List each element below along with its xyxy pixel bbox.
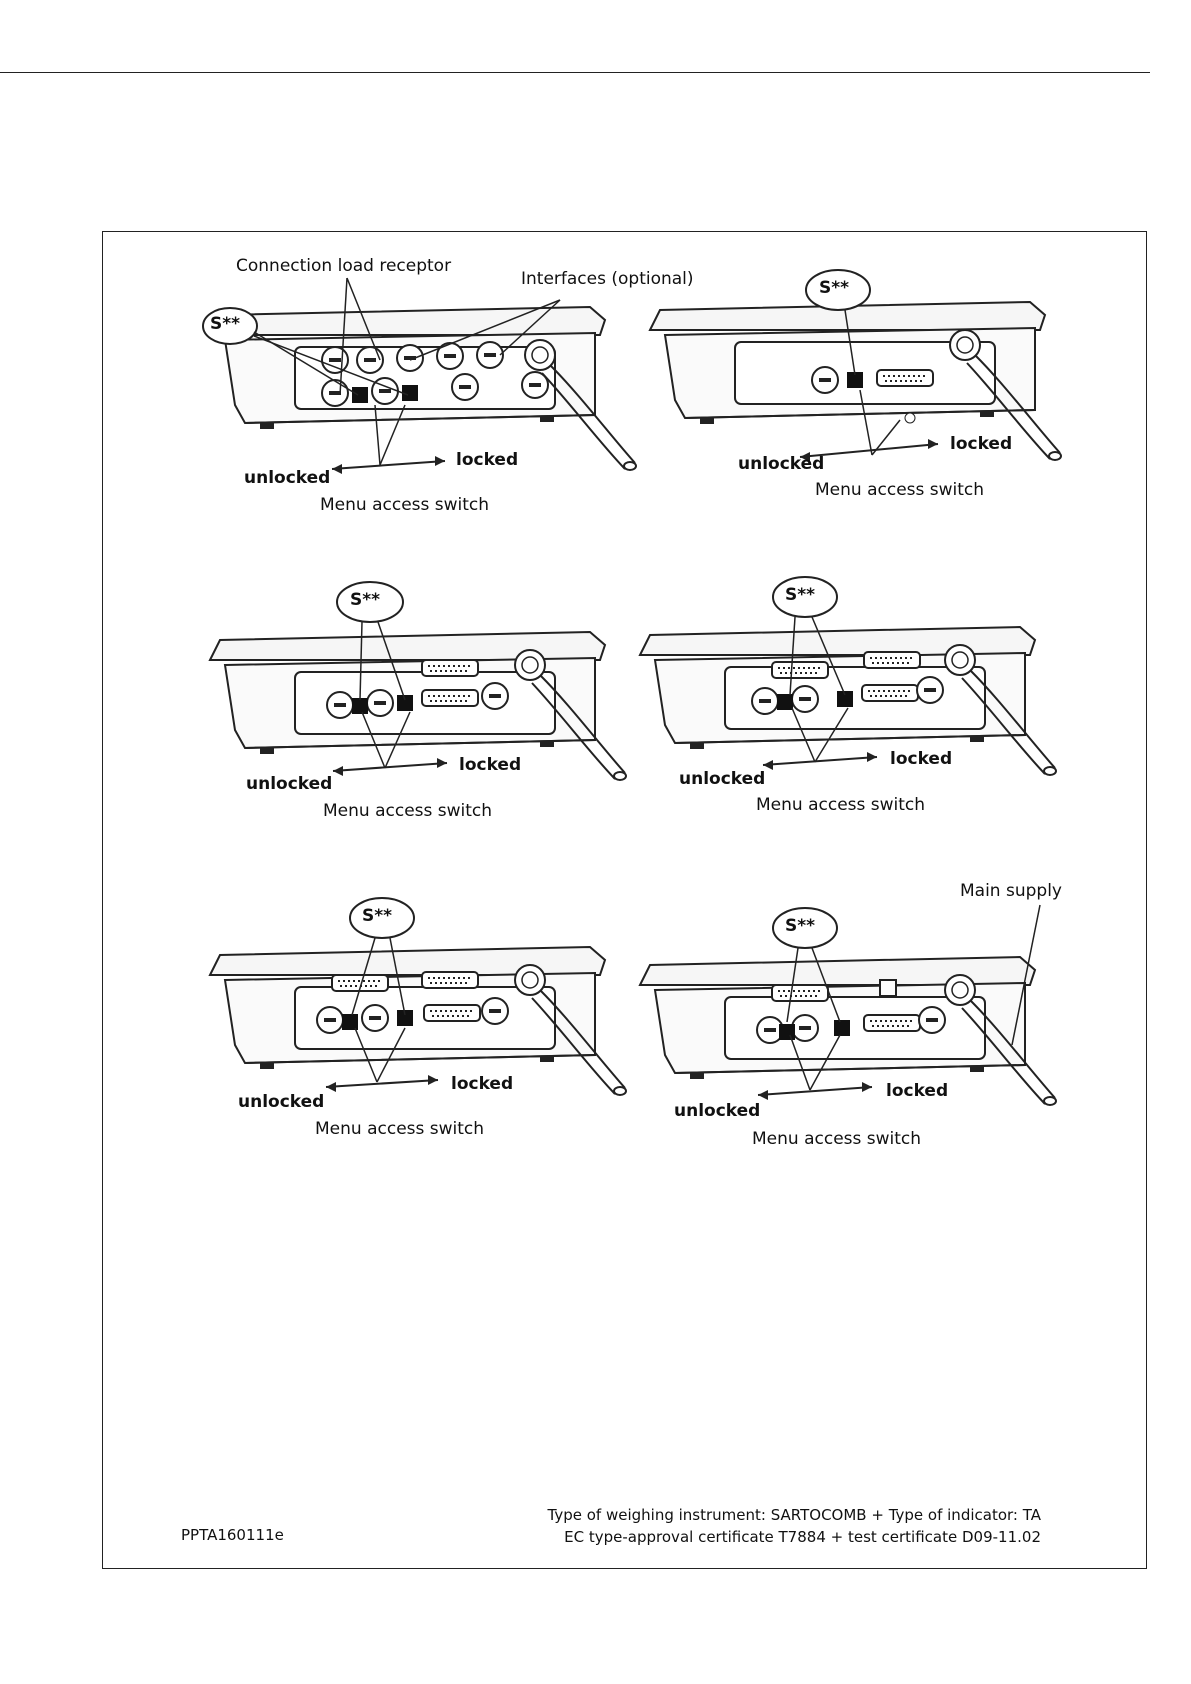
locked-label-5: locked bbox=[451, 1074, 514, 1094]
seal-label-6: S** bbox=[785, 916, 816, 936]
interfaces-optional-label: Interfaces (optional) bbox=[521, 269, 694, 289]
unlocked-label-6: unlocked bbox=[674, 1101, 761, 1121]
locked-label-4: locked bbox=[890, 749, 953, 769]
main-supply-label: Main supply bbox=[960, 881, 1062, 901]
seal-label-4: S** bbox=[785, 585, 816, 605]
panel-2 bbox=[649, 301, 1062, 461]
menu-access-switch-label-6: Menu access switch bbox=[752, 1129, 922, 1149]
seal-label-1: S** bbox=[210, 314, 241, 334]
figure-frame bbox=[102, 231, 1147, 1569]
panel-4 bbox=[639, 626, 1057, 776]
panel-5 bbox=[209, 946, 627, 1096]
certificate-line-1: Type of weighing instrument: SARTOCOMB +… bbox=[547, 1506, 1041, 1524]
menu-access-switch-label-3: Menu access switch bbox=[323, 801, 493, 821]
locked-label-2: locked bbox=[950, 434, 1013, 454]
certificate-info: Type of weighing instrument: SARTOCOMB +… bbox=[548, 1504, 1041, 1548]
panel-6 bbox=[639, 956, 1057, 1106]
document-code: PPTA160111e bbox=[181, 1526, 284, 1544]
unlocked-label-1: unlocked bbox=[244, 468, 331, 488]
panel-1 bbox=[209, 306, 637, 471]
panel-3 bbox=[209, 631, 627, 781]
unlocked-label-2: unlocked bbox=[738, 454, 825, 474]
locked-label-3: locked bbox=[459, 755, 522, 775]
certificate-line-2: EC type-approval certificate T7884 + tes… bbox=[564, 1528, 1041, 1546]
unlocked-label-3: unlocked bbox=[246, 774, 333, 794]
menu-access-switch-label-1: Menu access switch bbox=[320, 495, 490, 515]
top-rule bbox=[0, 72, 1150, 73]
seal-label-2: S** bbox=[819, 278, 850, 298]
menu-access-switch-label-5: Menu access switch bbox=[315, 1119, 485, 1139]
unlocked-label-5: unlocked bbox=[238, 1092, 325, 1112]
menu-access-switch-label-2: Menu access switch bbox=[815, 480, 985, 500]
connection-load-receptor-label: Connection load receptor bbox=[236, 256, 452, 276]
locked-label-6: locked bbox=[886, 1081, 949, 1101]
unlocked-label-4: unlocked bbox=[679, 769, 766, 789]
seal-label-3: S** bbox=[350, 590, 381, 610]
menu-access-switch-label-4: Menu access switch bbox=[756, 795, 926, 815]
locked-label-1: locked bbox=[456, 450, 519, 470]
seal-label-5: S** bbox=[362, 906, 393, 926]
